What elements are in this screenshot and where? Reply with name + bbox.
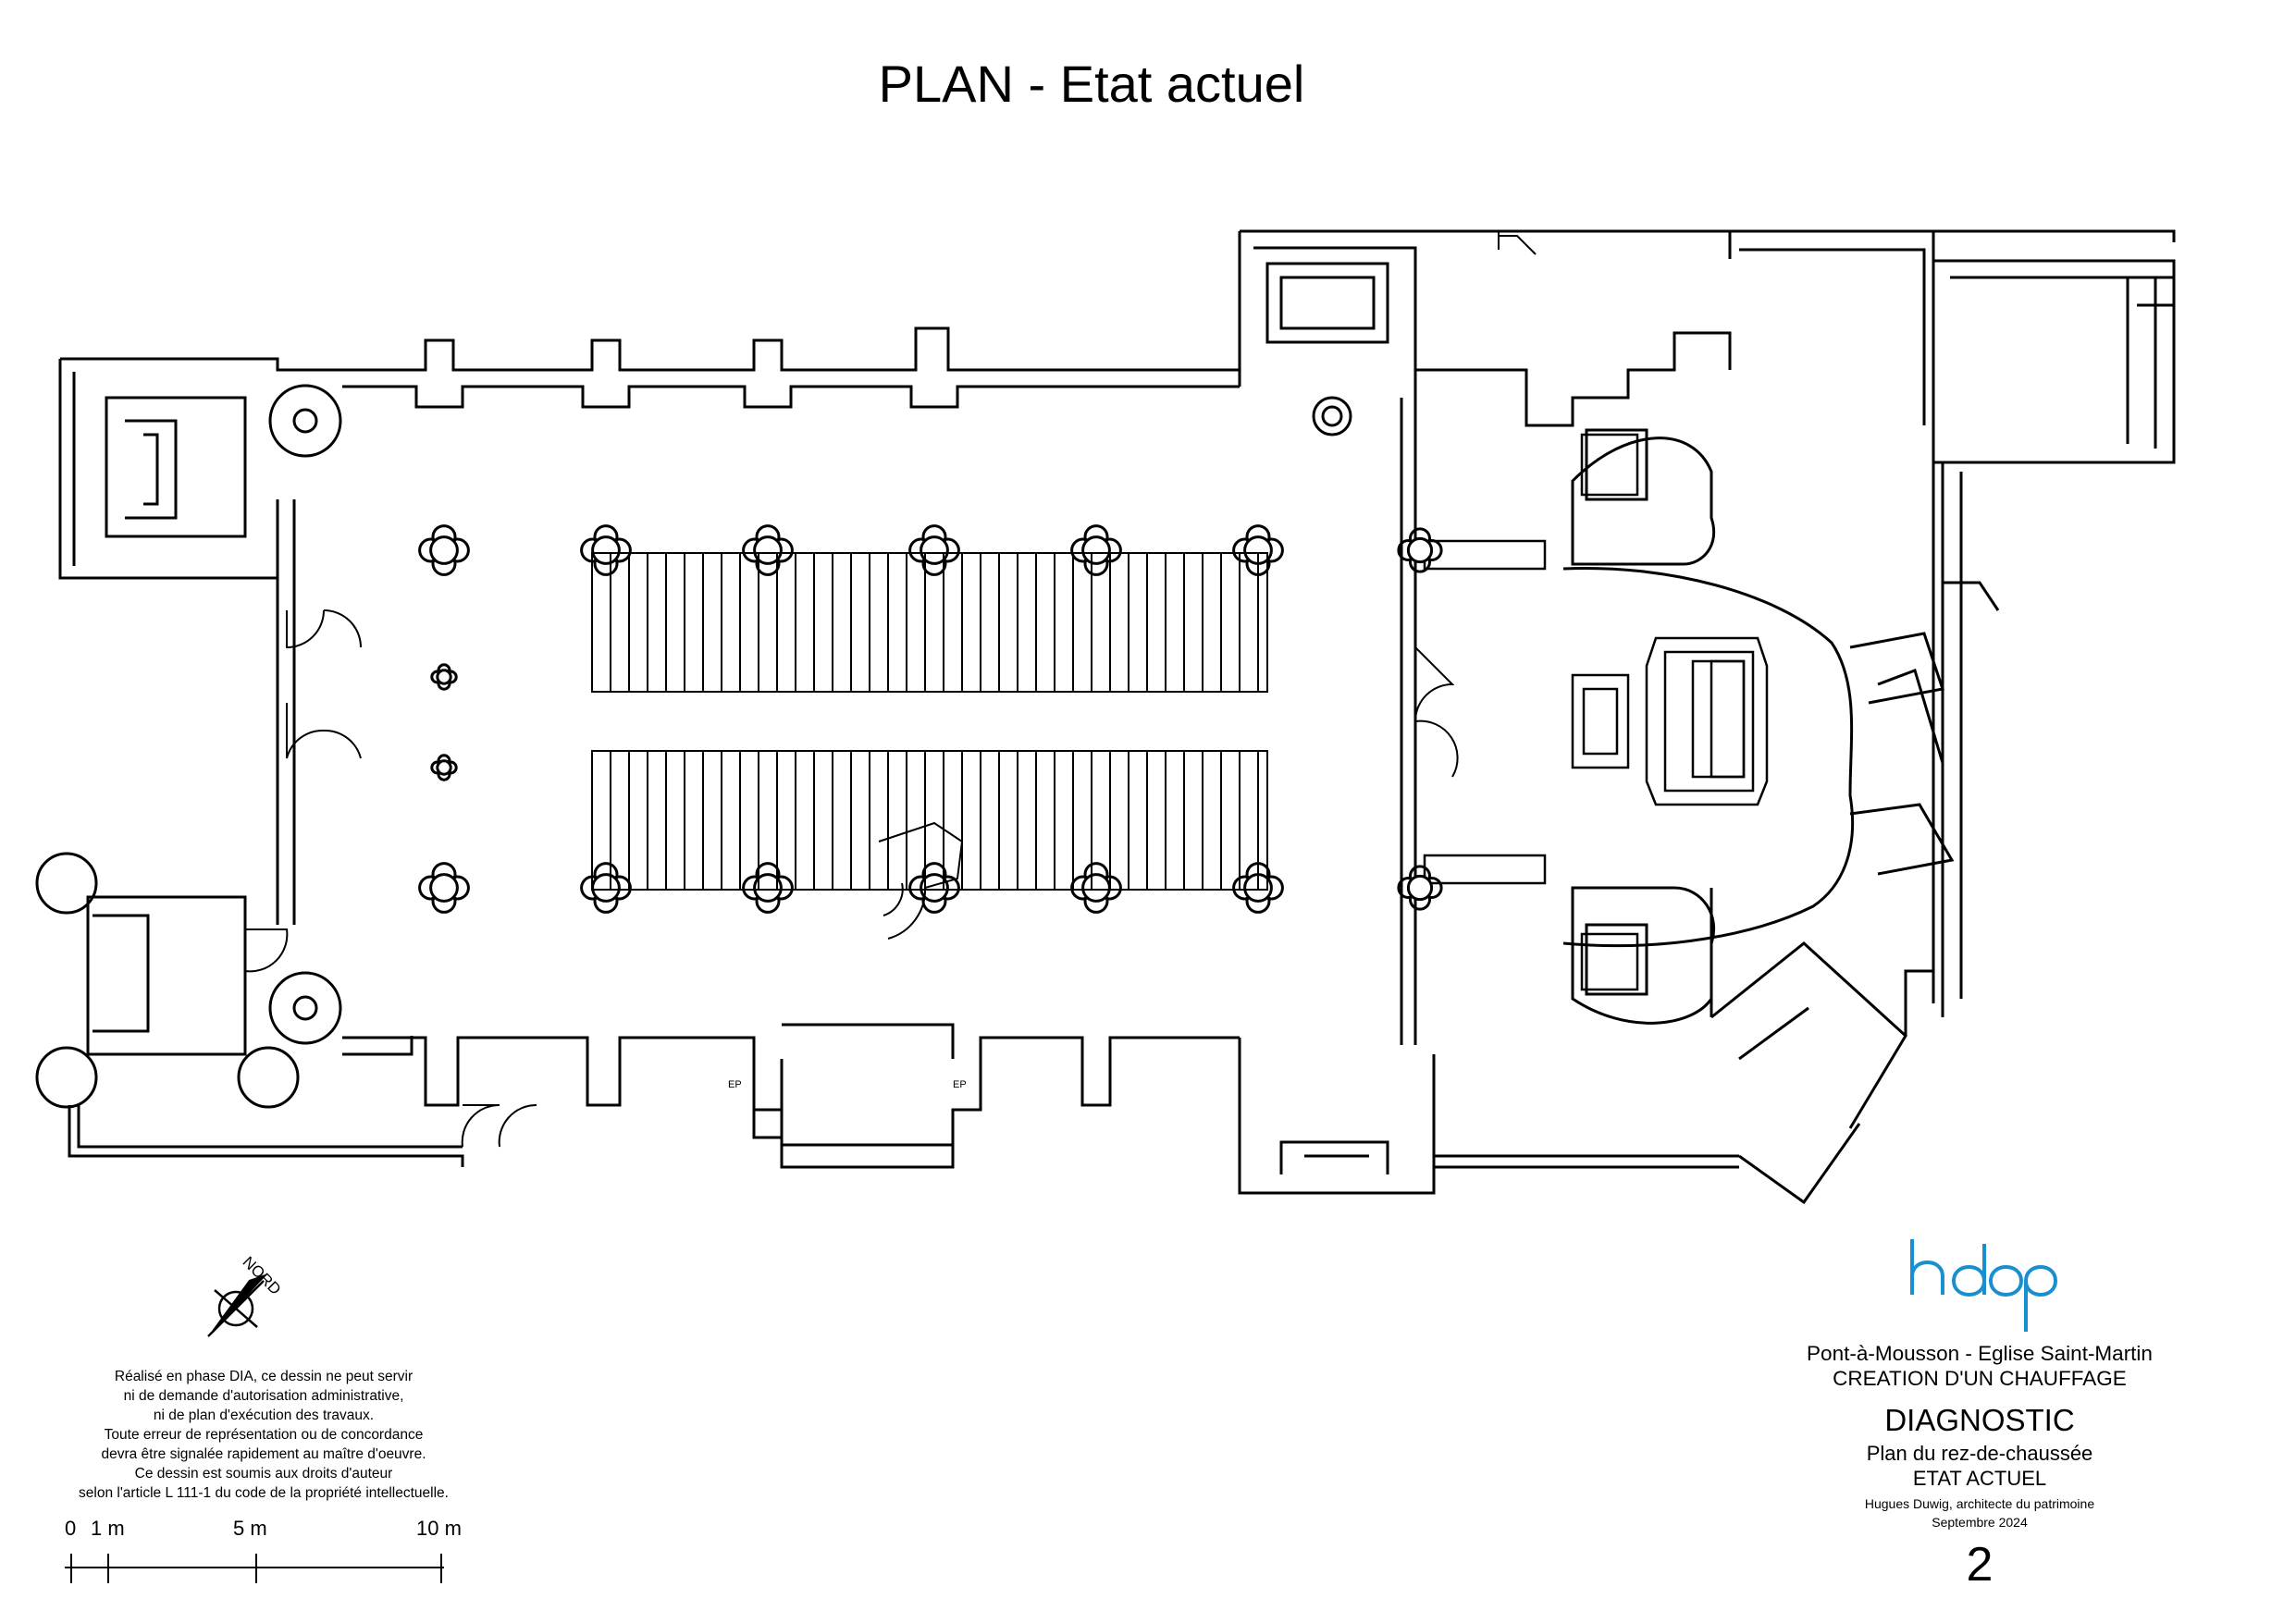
pillar	[580, 862, 632, 914]
disclaimer-line: Toute erreur de représentation ou de con…	[104, 1427, 424, 1443]
ep-label-left: EP	[728, 1079, 742, 1090]
pillar	[430, 663, 458, 691]
scale-label-5m: 5 m	[233, 1517, 267, 1540]
disclaimer-line: selon l'article L 111-1 du code de la pr…	[79, 1485, 449, 1501]
pillar	[742, 862, 794, 914]
pillars	[418, 524, 1443, 914]
disclaimer-line: devra être signalée rapidement au maître…	[101, 1446, 426, 1462]
north-arrow	[207, 1273, 268, 1337]
ep-label-right: EP	[953, 1079, 967, 1090]
phase-label: DIAGNOSTIC	[1884, 1403, 2075, 1437]
doors	[244, 231, 1537, 1148]
disclaimer-line: ni de demande d'autorisation administrat…	[123, 1388, 404, 1404]
pillar	[418, 862, 470, 914]
pillar	[580, 524, 632, 576]
disclaimer-line: ni de plan d'exécution des travaux.	[153, 1408, 375, 1423]
pews	[591, 552, 1268, 891]
choir-furniture	[1423, 433, 1769, 991]
pulpit-stair	[878, 821, 964, 940]
pillar	[1397, 865, 1443, 911]
pillar	[742, 524, 794, 576]
date: Septembre 2024	[1932, 1515, 2028, 1530]
pillar	[908, 524, 960, 576]
logo-mark	[1910, 1239, 2058, 1332]
author: Hugues Duwig, architecte du patrimoine	[1864, 1496, 2095, 1511]
project-name: Pont-à-Mousson - Eglise Saint-Martin	[1807, 1342, 2153, 1365]
pillar	[1397, 527, 1443, 573]
pillar	[908, 862, 960, 914]
disclaimer: Réalisé en phase DIA, ce dessin ne peut …	[37, 1367, 490, 1503]
title-block: Pont-à-Mousson - Eglise Saint-Martin CRE…	[1739, 1341, 2220, 1592]
project-subject: CREATION D'UN CHAUFFAGE	[1833, 1367, 2127, 1390]
logo-text: hdap	[1906, 1230, 1907, 1231]
disclaimer-line: Ce dessin est soumis aux droits d'auteur	[134, 1466, 393, 1482]
drawing-state: ETAT ACTUEL	[1912, 1467, 2047, 1490]
pillar	[430, 754, 458, 781]
drawing-title: PLAN - Etat actuel	[878, 55, 1305, 113]
scale-label-0: 0	[65, 1517, 77, 1540]
nave-walls	[35, 229, 2176, 1195]
pillar	[1232, 862, 1284, 914]
pillar	[1232, 524, 1284, 576]
scale-label-1m: 1 m	[91, 1517, 125, 1540]
scale-bar	[65, 1554, 444, 1583]
pillar	[418, 524, 470, 576]
scale-label-10m: 10 m	[416, 1517, 462, 1540]
font-circle	[1312, 396, 1352, 436]
sheet-number: 2	[1966, 1538, 1994, 1592]
drawing-name: Plan du rez-de-chaussée	[1866, 1442, 2093, 1465]
disclaimer-line: Réalisé en phase DIA, ce dessin ne peut …	[114, 1369, 414, 1384]
pillar	[1070, 524, 1122, 576]
choir-walls	[1413, 229, 2176, 1205]
pillar	[1070, 862, 1122, 914]
